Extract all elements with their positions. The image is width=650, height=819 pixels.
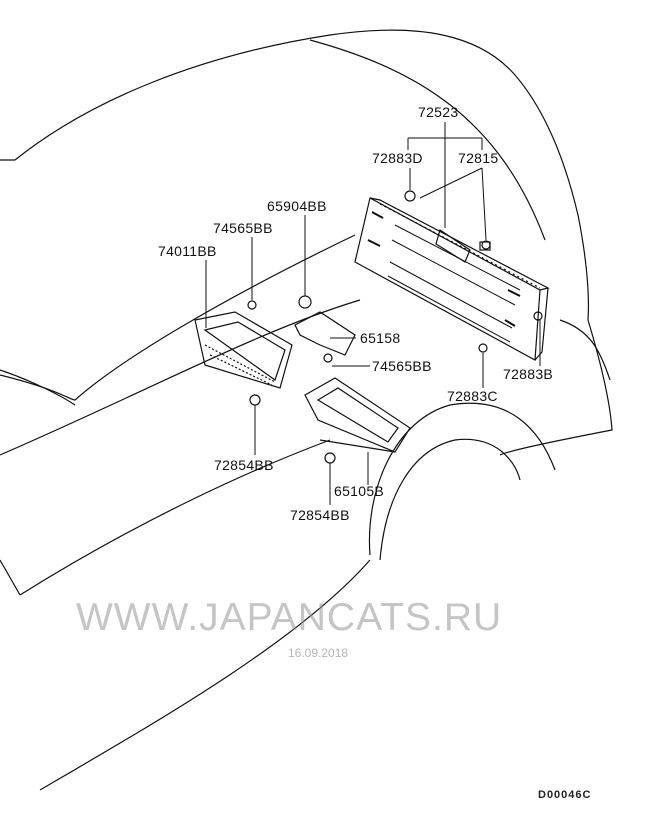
part-label-74565BB[interactable]: 74565BB [372, 358, 432, 374]
part-label-72883D[interactable]: 72883D [372, 150, 423, 166]
clip-72854BB-b [324, 452, 336, 464]
drawing-code: D00046C [538, 789, 592, 801]
car-shoulder [0, 159, 76, 406]
clip-72854BB-a [249, 394, 261, 406]
leader-lines [205, 122, 541, 505]
part-label-72854BB[interactable]: 72854BB [290, 507, 350, 523]
bracket-part [294, 311, 356, 356]
wheel-arch-inner [379, 438, 521, 561]
clip-72883C [478, 343, 488, 353]
rear-panel-part [354, 197, 550, 361]
part-label-72854BB[interactable]: 72854BB [214, 457, 274, 473]
car-side-line [0, 234, 356, 401]
part-label-72815[interactable]: 72815 [458, 150, 499, 166]
part-label-65158[interactable]: 65158 [360, 330, 401, 346]
car-lower-line [19, 439, 331, 596]
car-roofline-inner [309, 39, 546, 241]
car-bottom-line [39, 559, 371, 791]
rear-pillar [559, 319, 611, 381]
tool-tray-part [304, 377, 411, 453]
car-roof-outline [14, 29, 590, 321]
part-label-72523[interactable]: 72523 [418, 104, 459, 120]
part-label-72883B[interactable]: 72883B [503, 366, 554, 382]
storage-bin-part [194, 311, 293, 389]
nut-65904BB [298, 295, 312, 309]
car-hood-line [0, 299, 361, 456]
car-front-line [0, 559, 21, 596]
part-label-74011BB[interactable]: 74011BB [158, 243, 217, 259]
part-label-65904BB[interactable]: 65904BB [267, 198, 327, 214]
car-rear-outline [499, 319, 613, 456]
watermark-text: WWW.JAPANCATS.RU [76, 596, 503, 639]
clip-72815 [481, 240, 491, 250]
part-label-65105B[interactable]: 65105B [334, 483, 385, 499]
watermark-date: 16.09.2018 [288, 646, 349, 660]
part-label-74565BB[interactable]: 74565BB [213, 220, 273, 236]
screw-74565BB-b [323, 353, 333, 363]
clip-72883D [404, 190, 416, 202]
wheel-arch [368, 402, 556, 556]
screw-74565BB-a [247, 300, 257, 310]
clip-72883B [533, 311, 543, 321]
part-label-72883C[interactable]: 72883C [447, 388, 498, 404]
